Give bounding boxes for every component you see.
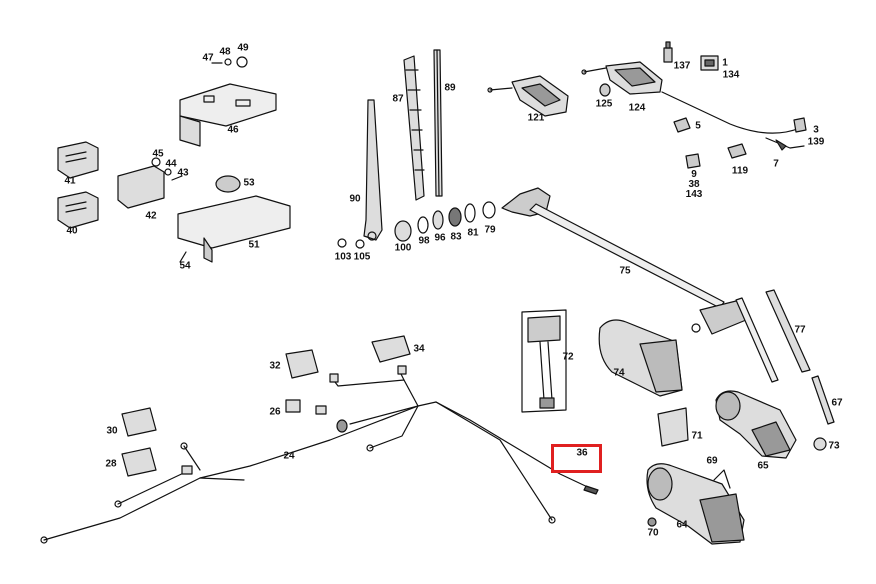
plug-26 (285, 399, 301, 413)
label-54: 54 (179, 260, 191, 272)
label-64: 64 (676, 519, 688, 531)
label-43: 43 (177, 167, 189, 179)
label-103: 103 (334, 251, 352, 263)
nut-70 (647, 517, 657, 527)
label-30: 30 (106, 425, 118, 437)
highlight-box-36 (551, 444, 602, 473)
spindle-parts (337, 201, 496, 249)
label-124: 124 (628, 102, 646, 114)
label-5: 5 (695, 120, 701, 132)
label-45: 45 (152, 148, 164, 160)
label-90: 90 (349, 193, 361, 205)
label-47: 47 (202, 52, 214, 64)
label-70: 70 (647, 527, 659, 539)
lamp-124 (581, 61, 663, 95)
socket-9 (685, 153, 701, 169)
motor-64 (646, 463, 745, 545)
label-74: 74 (613, 367, 625, 379)
motor-65 (715, 390, 797, 459)
label-89: 89 (444, 82, 456, 94)
connector-119 (727, 143, 747, 159)
label-105: 105 (353, 251, 371, 263)
label-24: 24 (283, 450, 295, 462)
label-48: 48 (219, 46, 231, 58)
switch-1 (700, 55, 719, 71)
label-77: 77 (794, 324, 806, 336)
bracket-51 (177, 195, 291, 263)
label-96: 96 (434, 232, 446, 244)
label-67: 67 (831, 397, 843, 409)
relay-71 (657, 407, 689, 447)
label-26: 26 (269, 406, 281, 418)
relay-41 (57, 141, 99, 179)
label-3: 3 (813, 124, 819, 136)
label-121: 121 (527, 112, 545, 124)
label-81: 81 (467, 227, 479, 239)
label-100: 100 (394, 242, 412, 254)
bracket-46 (179, 56, 277, 147)
lamp-121 (487, 75, 569, 117)
label-73: 73 (828, 440, 840, 452)
clip-5 (673, 117, 691, 133)
label-53: 53 (243, 177, 255, 189)
washer-73 (813, 437, 827, 451)
wiper-arm-90 (363, 99, 383, 241)
label-9-38-143: 9 38 143 (685, 169, 703, 200)
label-125: 125 (595, 98, 613, 110)
wiper-linkage-75 (501, 187, 747, 335)
module-72 (521, 309, 567, 413)
label-51: 51 (248, 239, 260, 251)
label-139: 139 (807, 136, 825, 148)
bulb-137 (663, 41, 673, 63)
block-30 (121, 407, 157, 437)
label-7: 7 (773, 158, 779, 170)
label-46: 46 (227, 124, 239, 136)
label-32: 32 (269, 360, 281, 372)
plug-32 (285, 349, 319, 379)
terminal-7 (765, 137, 805, 151)
label-49: 49 (237, 42, 249, 54)
label-1: 1 (722, 57, 728, 69)
label-87: 87 (392, 93, 404, 105)
label-36: 36 (576, 447, 588, 459)
label-79: 79 (484, 224, 496, 236)
wire-to-3 (661, 91, 807, 134)
label-69: 69 (706, 455, 718, 467)
label-71: 71 (691, 430, 703, 442)
label-119: 119 (731, 165, 749, 177)
label-28: 28 (105, 458, 117, 470)
blade-76 (735, 297, 779, 383)
relay-40 (57, 191, 99, 229)
block-28 (121, 447, 157, 477)
label-134: 134 (722, 69, 740, 81)
label-44: 44 (165, 158, 177, 170)
wiper-blade-89 (433, 49, 443, 197)
label-137: 137 (673, 60, 691, 72)
label-34: 34 (413, 343, 425, 355)
label-83: 83 (450, 231, 462, 243)
motor-74 (598, 319, 683, 397)
label-42: 42 (145, 210, 157, 222)
label-65: 65 (757, 460, 769, 472)
connectors (181, 365, 599, 495)
label-72: 72 (562, 351, 574, 363)
wiper-blade-87 (403, 55, 425, 201)
label-41: 41 (64, 175, 76, 187)
label-75: 75 (619, 265, 631, 277)
blade-67 (811, 375, 835, 425)
label-40: 40 (66, 225, 78, 237)
harness-24 (40, 371, 595, 544)
arm-77 (765, 289, 811, 373)
label-98: 98 (418, 235, 430, 247)
grommet-53 (215, 175, 241, 193)
plug-34 (371, 335, 411, 363)
bulb-125 (599, 83, 611, 97)
regulator-42 (117, 157, 183, 209)
